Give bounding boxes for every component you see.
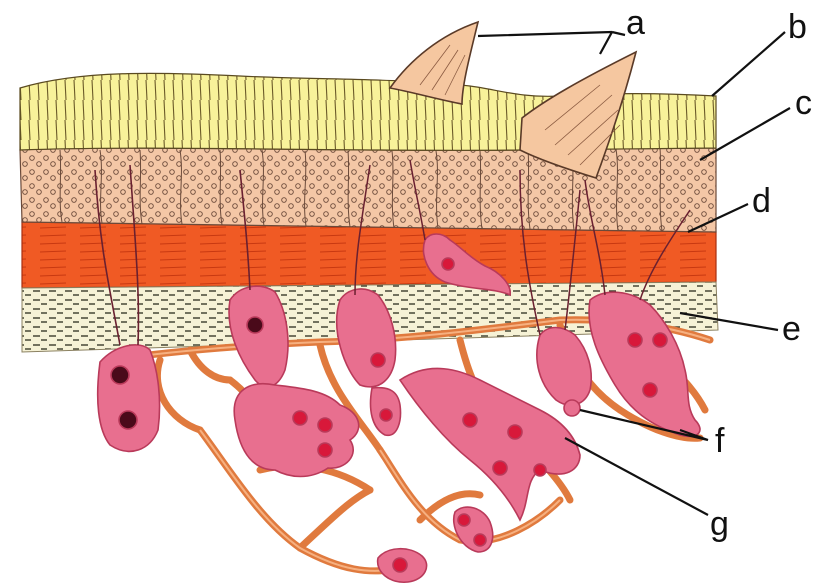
- nucleus: [564, 400, 580, 416]
- nucleus: [318, 418, 332, 432]
- nucleus: [318, 443, 332, 457]
- cell-7: [537, 328, 591, 406]
- nucleus: [628, 333, 642, 347]
- nucleus: [493, 461, 507, 475]
- cell-1: [98, 345, 160, 451]
- nucleus: [442, 258, 454, 270]
- nucleus: [474, 534, 486, 546]
- label-f: f: [715, 422, 725, 460]
- nucleus: [371, 353, 385, 367]
- nucleus: [119, 411, 137, 429]
- label-c: c: [795, 84, 812, 122]
- nucleus: [380, 409, 392, 421]
- label-g: g: [710, 505, 729, 543]
- cell-2: [229, 286, 288, 387]
- nucleus: [643, 383, 657, 397]
- label-b: b: [788, 8, 807, 46]
- nucleus: [508, 425, 522, 439]
- label-d: d: [752, 182, 771, 220]
- nucleus: [247, 317, 263, 333]
- nucleus: [293, 411, 307, 425]
- muscle-layer: [22, 222, 716, 288]
- nucleus: [463, 413, 477, 427]
- epidermis-layer: [20, 148, 716, 232]
- nucleus: [111, 366, 129, 384]
- nucleus: [393, 558, 407, 572]
- label-e: e: [782, 310, 801, 348]
- nucleus: [534, 464, 546, 476]
- nucleus: [653, 333, 667, 347]
- label-a: a: [626, 4, 645, 42]
- nucleus: [458, 514, 470, 526]
- cell-9: [454, 507, 493, 552]
